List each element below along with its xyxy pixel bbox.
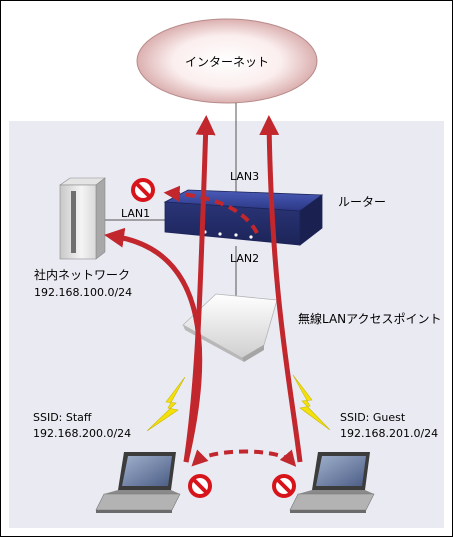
wireless-signal-staff-icon	[146, 376, 186, 432]
port-label-lan3: LAN3	[230, 170, 259, 183]
wireless-signal-guest-icon	[292, 374, 331, 431]
inter-ssid-blocked-arrow	[191, 449, 297, 467]
guest-ssid-label: SSID: Guest	[340, 411, 406, 424]
laptop-staff-icon	[95, 452, 181, 513]
router-label: ルーター	[338, 195, 386, 209]
guest-subnet-label: 192.168.201.0/24	[340, 427, 438, 440]
guest-internet-arrow	[259, 115, 303, 463]
internet-label: インターネット	[185, 55, 269, 69]
port-label-lan1: LAN1	[121, 207, 150, 220]
port-label-lan2: LAN2	[230, 252, 259, 265]
staff-internal-arrow	[104, 227, 203, 463]
internet-cloud: インターネット	[136, 18, 318, 104]
prohibited-icon-staff-to-guest	[188, 474, 212, 498]
internal-network-subnet: 192.168.100.0/24	[34, 286, 132, 299]
access-point-label: 無線LANアクセスポイント	[298, 311, 442, 326]
guest-internal-blocked-arrow	[163, 185, 259, 234]
staff-ssid-label: SSID: Staff	[33, 411, 92, 424]
staff-subnet-label: 192.168.200.0/24	[33, 427, 131, 440]
internal-network-label: 社内ネットワーク	[34, 267, 130, 282]
prohibited-icon-guest-to-staff	[272, 474, 296, 498]
laptop-guest-icon	[289, 452, 375, 513]
server-icon	[59, 177, 106, 260]
prohibited-icon-guest-to-internal	[131, 178, 155, 202]
